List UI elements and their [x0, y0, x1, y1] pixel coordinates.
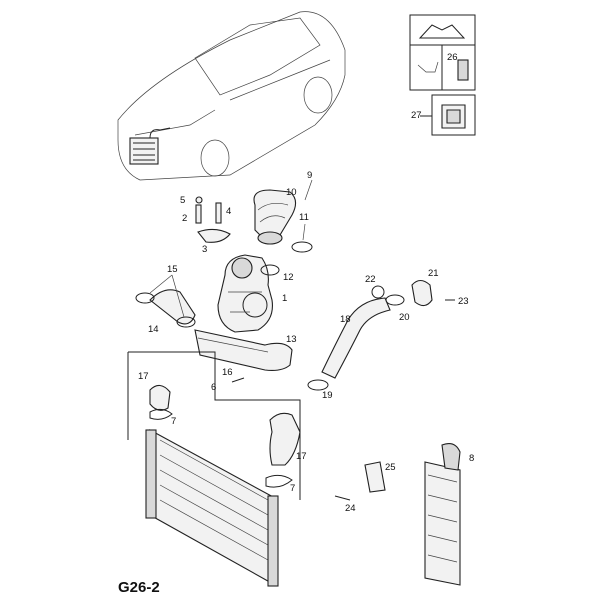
callout-25: 25 [385, 462, 396, 473]
callout-6: 6 [211, 382, 216, 393]
callout-22: 22 [365, 274, 376, 285]
part-25-bracket [364, 461, 386, 493]
tool-icon [417, 61, 439, 73]
part-7-gasket [149, 408, 173, 420]
part-2-stud [195, 204, 202, 224]
part-8-intercooler [424, 443, 461, 586]
callout-4: 4 [226, 206, 231, 217]
part-11-clamp [291, 241, 313, 253]
radiator-core [145, 429, 279, 587]
car-outline [117, 11, 346, 181]
callout-21: 21 [428, 268, 439, 279]
book-icon [418, 24, 466, 39]
part-3-gasket [197, 228, 231, 243]
callout-24: 24 [345, 503, 356, 514]
part-24-bolt [334, 495, 351, 501]
callout-23: 23 [458, 296, 469, 307]
part-4-stud [215, 202, 222, 224]
callout-15: 15 [167, 264, 178, 275]
callout-14: 14 [148, 324, 159, 335]
callout-13: 13 [286, 334, 297, 345]
part-16-bolt [231, 377, 245, 383]
part-26 [457, 59, 469, 81]
part-18-hose [321, 297, 391, 379]
callout-16: 16 [222, 367, 233, 378]
part-17-elbow [149, 384, 171, 411]
callout-10: 10 [286, 187, 297, 198]
callout-18: 18 [340, 314, 351, 325]
part-10-hose [253, 189, 297, 245]
callout-17b: 17 [296, 451, 307, 462]
part-1-turbocharger [217, 254, 273, 333]
part-17-outlet-pipe [269, 412, 301, 466]
callout-27: 27 [411, 110, 422, 121]
part-27-box [420, 94, 476, 136]
callout-8: 8 [469, 453, 474, 464]
part-5-nut [195, 196, 203, 204]
part-20-clamp [385, 294, 405, 306]
callout-12: 12 [283, 272, 294, 283]
part-7-gasket-lower [265, 474, 293, 488]
reference-box [409, 14, 476, 91]
callout-3: 3 [202, 244, 207, 255]
callout-17a: 17 [138, 371, 149, 382]
part-22-oring [371, 285, 385, 299]
callout-20: 20 [399, 312, 410, 323]
callouts: 26 27 9 10 11 5 2 4 3 12 1 15 14 13 22 2… [138, 52, 474, 514]
part-12-clamp [260, 264, 280, 276]
callout-9: 9 [307, 170, 312, 181]
callout-1: 1 [282, 293, 287, 304]
callout-7b: 7 [290, 483, 295, 494]
callout-5: 5 [180, 195, 185, 206]
diagram-code: G26-2 [118, 579, 160, 596]
part-14-hose [135, 289, 196, 328]
callout-2: 2 [182, 213, 187, 224]
part-19-clamp [307, 379, 329, 391]
callout-7a: 7 [171, 416, 176, 427]
part-21-elbow [411, 279, 433, 307]
callout-19: 19 [322, 390, 333, 401]
callout-11: 11 [299, 212, 309, 223]
callout-26: 26 [447, 52, 458, 63]
part-13-pipe [194, 329, 293, 371]
